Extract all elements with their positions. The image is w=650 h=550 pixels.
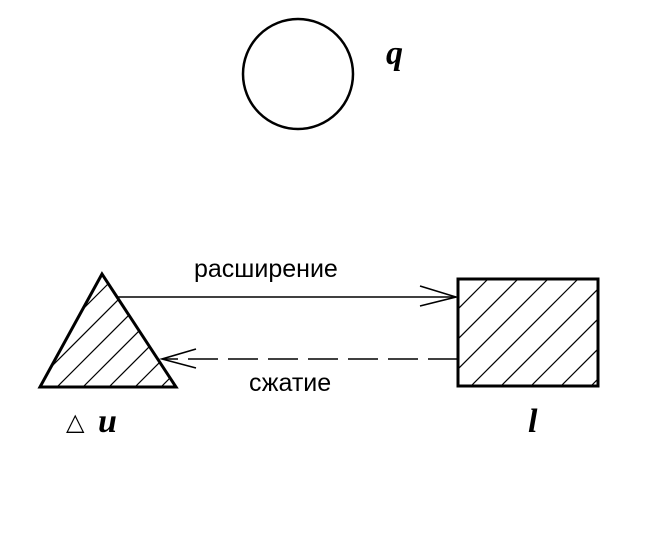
hatch-line	[40, 274, 67, 387]
hatch-line	[590, 378, 598, 386]
circle-shape	[241, 17, 355, 131]
hatch-line	[458, 279, 489, 310]
hatch-line	[470, 279, 579, 386]
expansion-arrow-head	[419, 285, 459, 307]
hatch-line	[40, 274, 41, 387]
compression-arrow-head	[159, 348, 197, 369]
hatch-line	[40, 274, 93, 387]
hatch-line	[134, 274, 176, 387]
triangle-shape	[37, 271, 179, 389]
rectangle-shape	[456, 277, 600, 388]
rectangle-label: l	[528, 403, 538, 440]
hatch-line	[500, 288, 598, 386]
compression-label: сжатие	[249, 369, 331, 397]
hatch-line	[458, 279, 459, 280]
hatch-line	[560, 348, 598, 386]
circle-label: q	[386, 35, 403, 72]
expansion-label: расширение	[194, 255, 338, 283]
hatch-line	[458, 279, 519, 340]
triangle-delta-symbol: △	[66, 408, 85, 436]
hatch-line	[621, 279, 650, 386]
rectangle-hatch	[458, 279, 650, 386]
hatch-line	[40, 274, 119, 387]
triangle-label: u	[98, 403, 117, 440]
hatch-line	[530, 318, 598, 386]
